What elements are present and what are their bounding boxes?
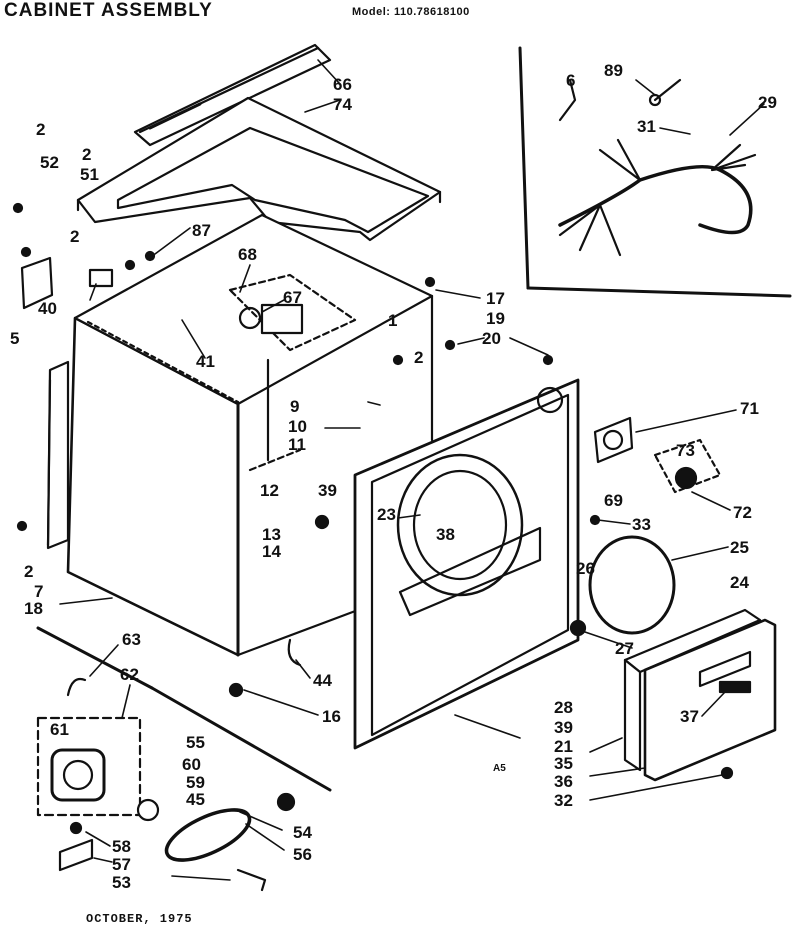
callout-27: 27 <box>615 639 634 658</box>
callout-9: 9 <box>290 397 299 416</box>
callout-89: 89 <box>604 61 623 80</box>
callout-21: 21 <box>554 737 573 756</box>
callout-73: 73 <box>676 441 695 460</box>
callout-61: 61 <box>50 720 69 739</box>
callout-7: 7 <box>34 582 43 601</box>
callout-26: 26 <box>576 559 595 578</box>
callout-1: 1 <box>388 311 397 330</box>
callout-16: 16 <box>322 707 341 726</box>
callout-66: 66 <box>333 75 352 94</box>
callout-28: 28 <box>554 698 573 717</box>
callout-24: 24 <box>730 573 749 592</box>
callout-74: 74 <box>333 95 352 114</box>
callout-56: 56 <box>293 845 312 864</box>
callout-57: 57 <box>112 855 131 874</box>
leader-lines <box>59 59 765 881</box>
callout-23: 23 <box>377 505 396 524</box>
pin-part-53 <box>236 868 267 892</box>
callout-54: 54 <box>293 823 312 842</box>
left-panel-part <box>46 360 70 550</box>
callout-labels: 66 74 2 52 2 51 2 87 68 67 40 5 41 17 19… <box>10 61 777 892</box>
callout-25: 25 <box>730 538 749 557</box>
callout-11: 11 <box>288 435 306 454</box>
wiring-harness-inset <box>518 46 792 298</box>
callout-68: 68 <box>238 245 257 264</box>
callout-67: 67 <box>283 288 302 307</box>
callout-41: 41 <box>196 352 215 371</box>
callout-17: 17 <box>486 289 505 308</box>
callout-38: 38 <box>436 525 455 544</box>
callout-39: 39 <box>318 481 337 500</box>
callout-45: 45 <box>186 790 205 809</box>
callout-37: 37 <box>680 707 699 726</box>
callout-52: 52 <box>40 153 59 172</box>
callout-36: 36 <box>554 772 573 791</box>
callout-13: 13 <box>262 525 281 544</box>
top-rail-part <box>133 43 332 147</box>
callout-31: 31 <box>637 117 656 136</box>
callout-12: 12 <box>260 481 279 500</box>
diagram-title: CABINET ASSEMBLY <box>4 0 213 21</box>
motor-bracket-part <box>58 821 94 872</box>
callout-72: 72 <box>733 503 752 522</box>
callout-53: 53 <box>112 873 131 892</box>
callout-19: 19 <box>486 309 505 328</box>
door-seal-part <box>588 535 676 635</box>
callout-5: 5 <box>10 329 19 348</box>
callout-40: 40 <box>38 299 57 318</box>
door-part <box>623 608 777 782</box>
switch-housing-part <box>593 416 722 494</box>
callout-51: 51 <box>80 165 99 184</box>
front-panel-part <box>353 378 580 750</box>
callout-62: 62 <box>120 665 139 684</box>
callout-69: 69 <box>604 491 623 510</box>
callout-71: 71 <box>740 399 759 418</box>
callout-2: 2 <box>82 145 91 164</box>
callout-2: 2 <box>24 562 33 581</box>
callout-87: 87 <box>192 221 211 240</box>
callout-10: 10 <box>288 417 307 436</box>
callout-2: 2 <box>70 227 79 246</box>
callout-60: 60 <box>182 755 201 774</box>
callout-2: 2 <box>414 348 423 367</box>
callout-20: 20 <box>482 329 501 348</box>
callout-6: 6 <box>566 71 575 90</box>
callout-63: 63 <box>122 630 141 649</box>
clip-part-63 <box>66 677 87 697</box>
top-lid-part <box>76 96 442 242</box>
callout-14: 14 <box>262 542 281 561</box>
callout-29: 29 <box>758 93 777 112</box>
footer-date: OCTOBER, 1975 <box>86 912 193 926</box>
callout-39: 39 <box>554 718 573 737</box>
blower-housing-part <box>228 273 357 352</box>
callout-58: 58 <box>112 837 131 856</box>
callout-44: 44 <box>313 671 332 690</box>
callout-55: 55 <box>186 733 205 752</box>
drive-belt-part <box>136 792 296 862</box>
callout-2: 2 <box>36 120 45 139</box>
callout-18: 18 <box>24 599 43 618</box>
callout-59: 59 <box>186 773 205 792</box>
hose-part-44 <box>287 638 302 667</box>
page-code: A5 <box>493 763 506 774</box>
callout-32: 32 <box>554 791 573 810</box>
hardware-parts <box>12 202 734 780</box>
callout-35: 35 <box>554 754 573 773</box>
bracket-40-part <box>20 256 114 310</box>
callout-33: 33 <box>632 515 651 534</box>
model-number: Model: 110.78618100 <box>352 6 470 18</box>
motor-assembly-part <box>36 626 332 817</box>
